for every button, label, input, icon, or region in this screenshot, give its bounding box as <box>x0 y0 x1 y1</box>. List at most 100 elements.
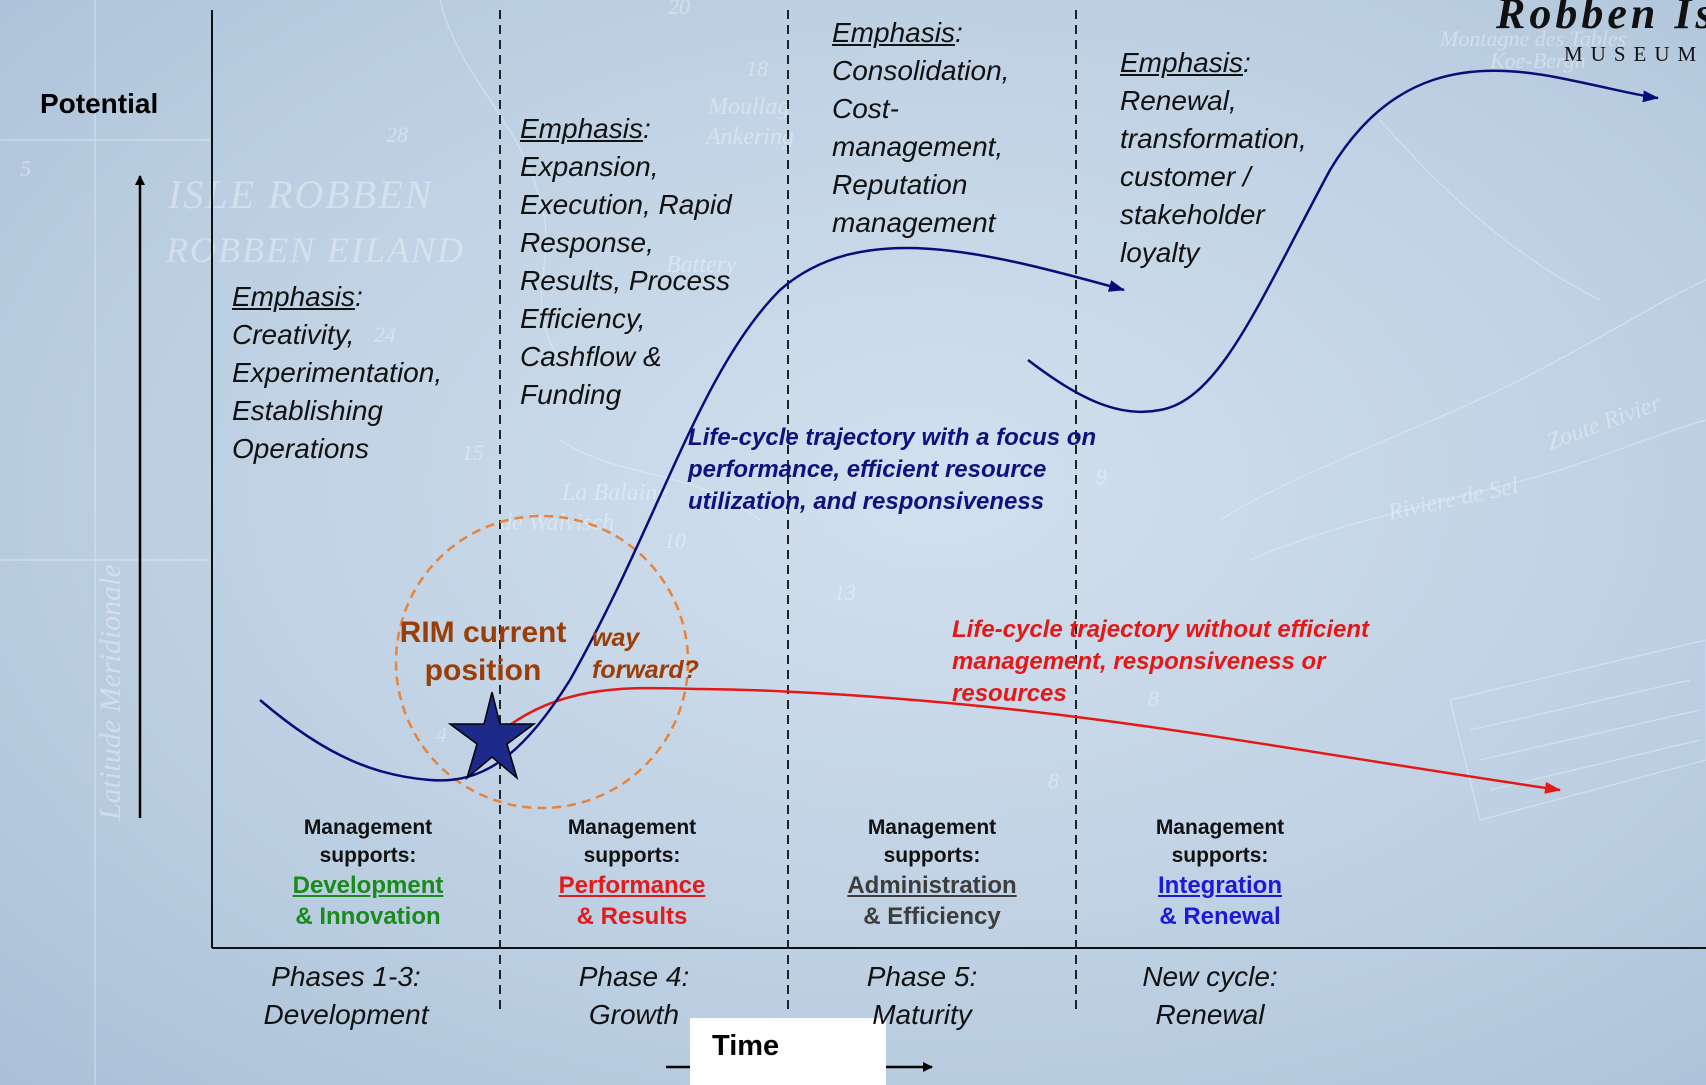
map-number: 9 <box>1096 464 1107 489</box>
emphasis-development: Emphasis: Creativity, Experimentation, E… <box>232 278 442 468</box>
emphasis-line: Renewal, <box>1120 85 1237 116</box>
logo-subtitle: MUSEUM <box>1564 42 1705 66</box>
phase-renewal: New cycle: Renewal <box>1090 958 1330 1034</box>
emphasis-line: Efficiency, <box>520 303 646 334</box>
management-performance: Management supports: Performance & Resul… <box>532 814 732 932</box>
blue-trajectory-label: Life-cycle trajectory with a focus on pe… <box>688 422 1096 518</box>
red-trajectory-curve <box>495 686 1561 794</box>
emphasis-line: Cost- <box>832 93 899 124</box>
management-line: supports: <box>883 844 981 867</box>
management-keyword: Integration <box>1158 872 1282 899</box>
red-trajectory-label: Life-cycle trajectory without efficient … <box>952 614 1369 710</box>
x-axis-label: Time <box>712 1030 780 1062</box>
current-position-circle <box>394 514 690 810</box>
management-rest: & Innovation <box>295 903 441 930</box>
management-line: Management <box>303 816 433 839</box>
phase-name: Renewal <box>1155 999 1265 1030</box>
blue-trajectory-line: utilization, and responsiveness <box>688 488 1045 515</box>
map-label: Ankering <box>704 124 794 150</box>
emphasis-heading: Emphasis <box>1120 47 1243 78</box>
emphasis-renewal: Emphasis: Renewal, transformation, custo… <box>1120 44 1307 272</box>
management-line: Management <box>867 816 997 839</box>
management-keyword: Performance <box>558 872 706 899</box>
phase-title: Phase 5: <box>866 961 978 992</box>
map-label: Latitude Meridionale <box>94 564 127 821</box>
phase-name: Growth <box>588 999 680 1030</box>
emphasis-line: stakeholder <box>1120 199 1265 230</box>
emphasis-line: loyalty <box>1120 237 1200 268</box>
red-trajectory-line: management, responsiveness or <box>952 648 1326 675</box>
emphasis-line: Results, Process <box>520 265 731 296</box>
phase-title: Phases 1-3: <box>271 961 421 992</box>
map-number: 18 <box>746 56 768 81</box>
blue-trajectory-line: Life-cycle trajectory with a focus on <box>688 424 1097 451</box>
management-rest: & Renewal <box>1159 903 1281 930</box>
management-administration: Management supports: Administration & Ef… <box>832 814 1032 932</box>
current-position-label: RIM current position <box>380 614 586 690</box>
management-line: Management <box>1155 816 1285 839</box>
map-label: ROBBEN EILAND <box>165 230 465 270</box>
emphasis-line: management, <box>832 131 1004 162</box>
emphasis-heading: Emphasis <box>832 17 955 48</box>
emphasis-line: Creativity, <box>232 319 355 350</box>
phase-growth: Phase 4: Growth <box>514 958 754 1034</box>
emphasis-line: Establishing <box>232 395 383 426</box>
y-axis-label: Potential <box>40 88 159 119</box>
management-rest: & Results <box>576 903 688 930</box>
emphasis-line: Operations <box>232 433 369 464</box>
map-label: Koe-Bergh <box>1489 48 1586 73</box>
map-number: 10 <box>664 528 686 553</box>
map-label: de Walvisch <box>500 510 614 536</box>
management-line: supports: <box>1171 844 1269 867</box>
phase-maturity: Phase 5: Maturity <box>802 958 1042 1034</box>
way-forward-label: way forward? <box>592 622 699 686</box>
museum-logo: Robben Isl MUSEUM <box>1490 0 1706 66</box>
blue-trajectory-curve <box>259 246 1125 782</box>
management-rest: & Efficiency <box>863 903 1001 930</box>
current-position-line: position <box>424 654 542 687</box>
emphasis-line: Consolidation, <box>832 55 1010 86</box>
map-label: Montagne des Tables <box>1439 26 1626 51</box>
emphasis-line: customer / <box>1120 161 1251 192</box>
management-keyword: Development <box>292 872 444 899</box>
emphasis-line: management <box>832 207 996 238</box>
map-number: 24 <box>374 322 396 347</box>
management-keyword: Administration <box>847 872 1017 899</box>
emphasis-line: Cashflow & <box>520 341 662 372</box>
emphasis-line: Reputation <box>832 169 968 200</box>
map-number: 15 <box>462 440 484 465</box>
emphasis-line: Execution, Rapid <box>520 189 732 220</box>
way-forward-line: forward? <box>592 656 699 684</box>
phase-title: New cycle: <box>1142 961 1278 992</box>
map-number: 5 <box>20 156 31 181</box>
map-label: La Balaine <box>561 480 668 506</box>
way-forward-line: way <box>592 624 640 652</box>
management-integration: Management supports: Integration & Renew… <box>1120 814 1320 932</box>
emphasis-line: Expansion, <box>520 151 659 182</box>
logo-wordmark: Robben Isl <box>1496 0 1706 38</box>
emphasis-line: Funding <box>520 379 622 410</box>
map-label: Moullag <box>707 94 789 120</box>
management-line: supports: <box>583 844 681 867</box>
emphasis-heading: Emphasis <box>232 281 355 312</box>
map-label: Battery <box>666 252 737 278</box>
map-number: 20 <box>668 0 690 19</box>
phase-development: Phases 1-3: Development <box>226 958 466 1034</box>
map-number: 8 <box>1048 768 1059 793</box>
phase-name: Development <box>263 999 429 1030</box>
current-position-star <box>447 691 537 781</box>
phase-name: Maturity <box>872 999 972 1030</box>
management-line: Management <box>567 816 697 839</box>
emphasis-line: Response, <box>520 227 654 258</box>
emphasis-growth: Emphasis: Expansion, Execution, Rapid Re… <box>520 110 732 414</box>
emphasis-maturity: Emphasis: Consolidation, Cost- managemen… <box>832 14 1009 242</box>
map-number: 4 <box>436 722 447 747</box>
emphasis-heading: Emphasis <box>520 113 643 144</box>
blue-trajectory-line: performance, efficient resource <box>688 456 1047 483</box>
emphasis-line: Experimentation, <box>232 357 443 388</box>
red-trajectory-line: resources <box>952 680 1067 707</box>
map-number: 8 <box>1148 686 1159 711</box>
phase-title: Phase 4: <box>578 961 690 992</box>
